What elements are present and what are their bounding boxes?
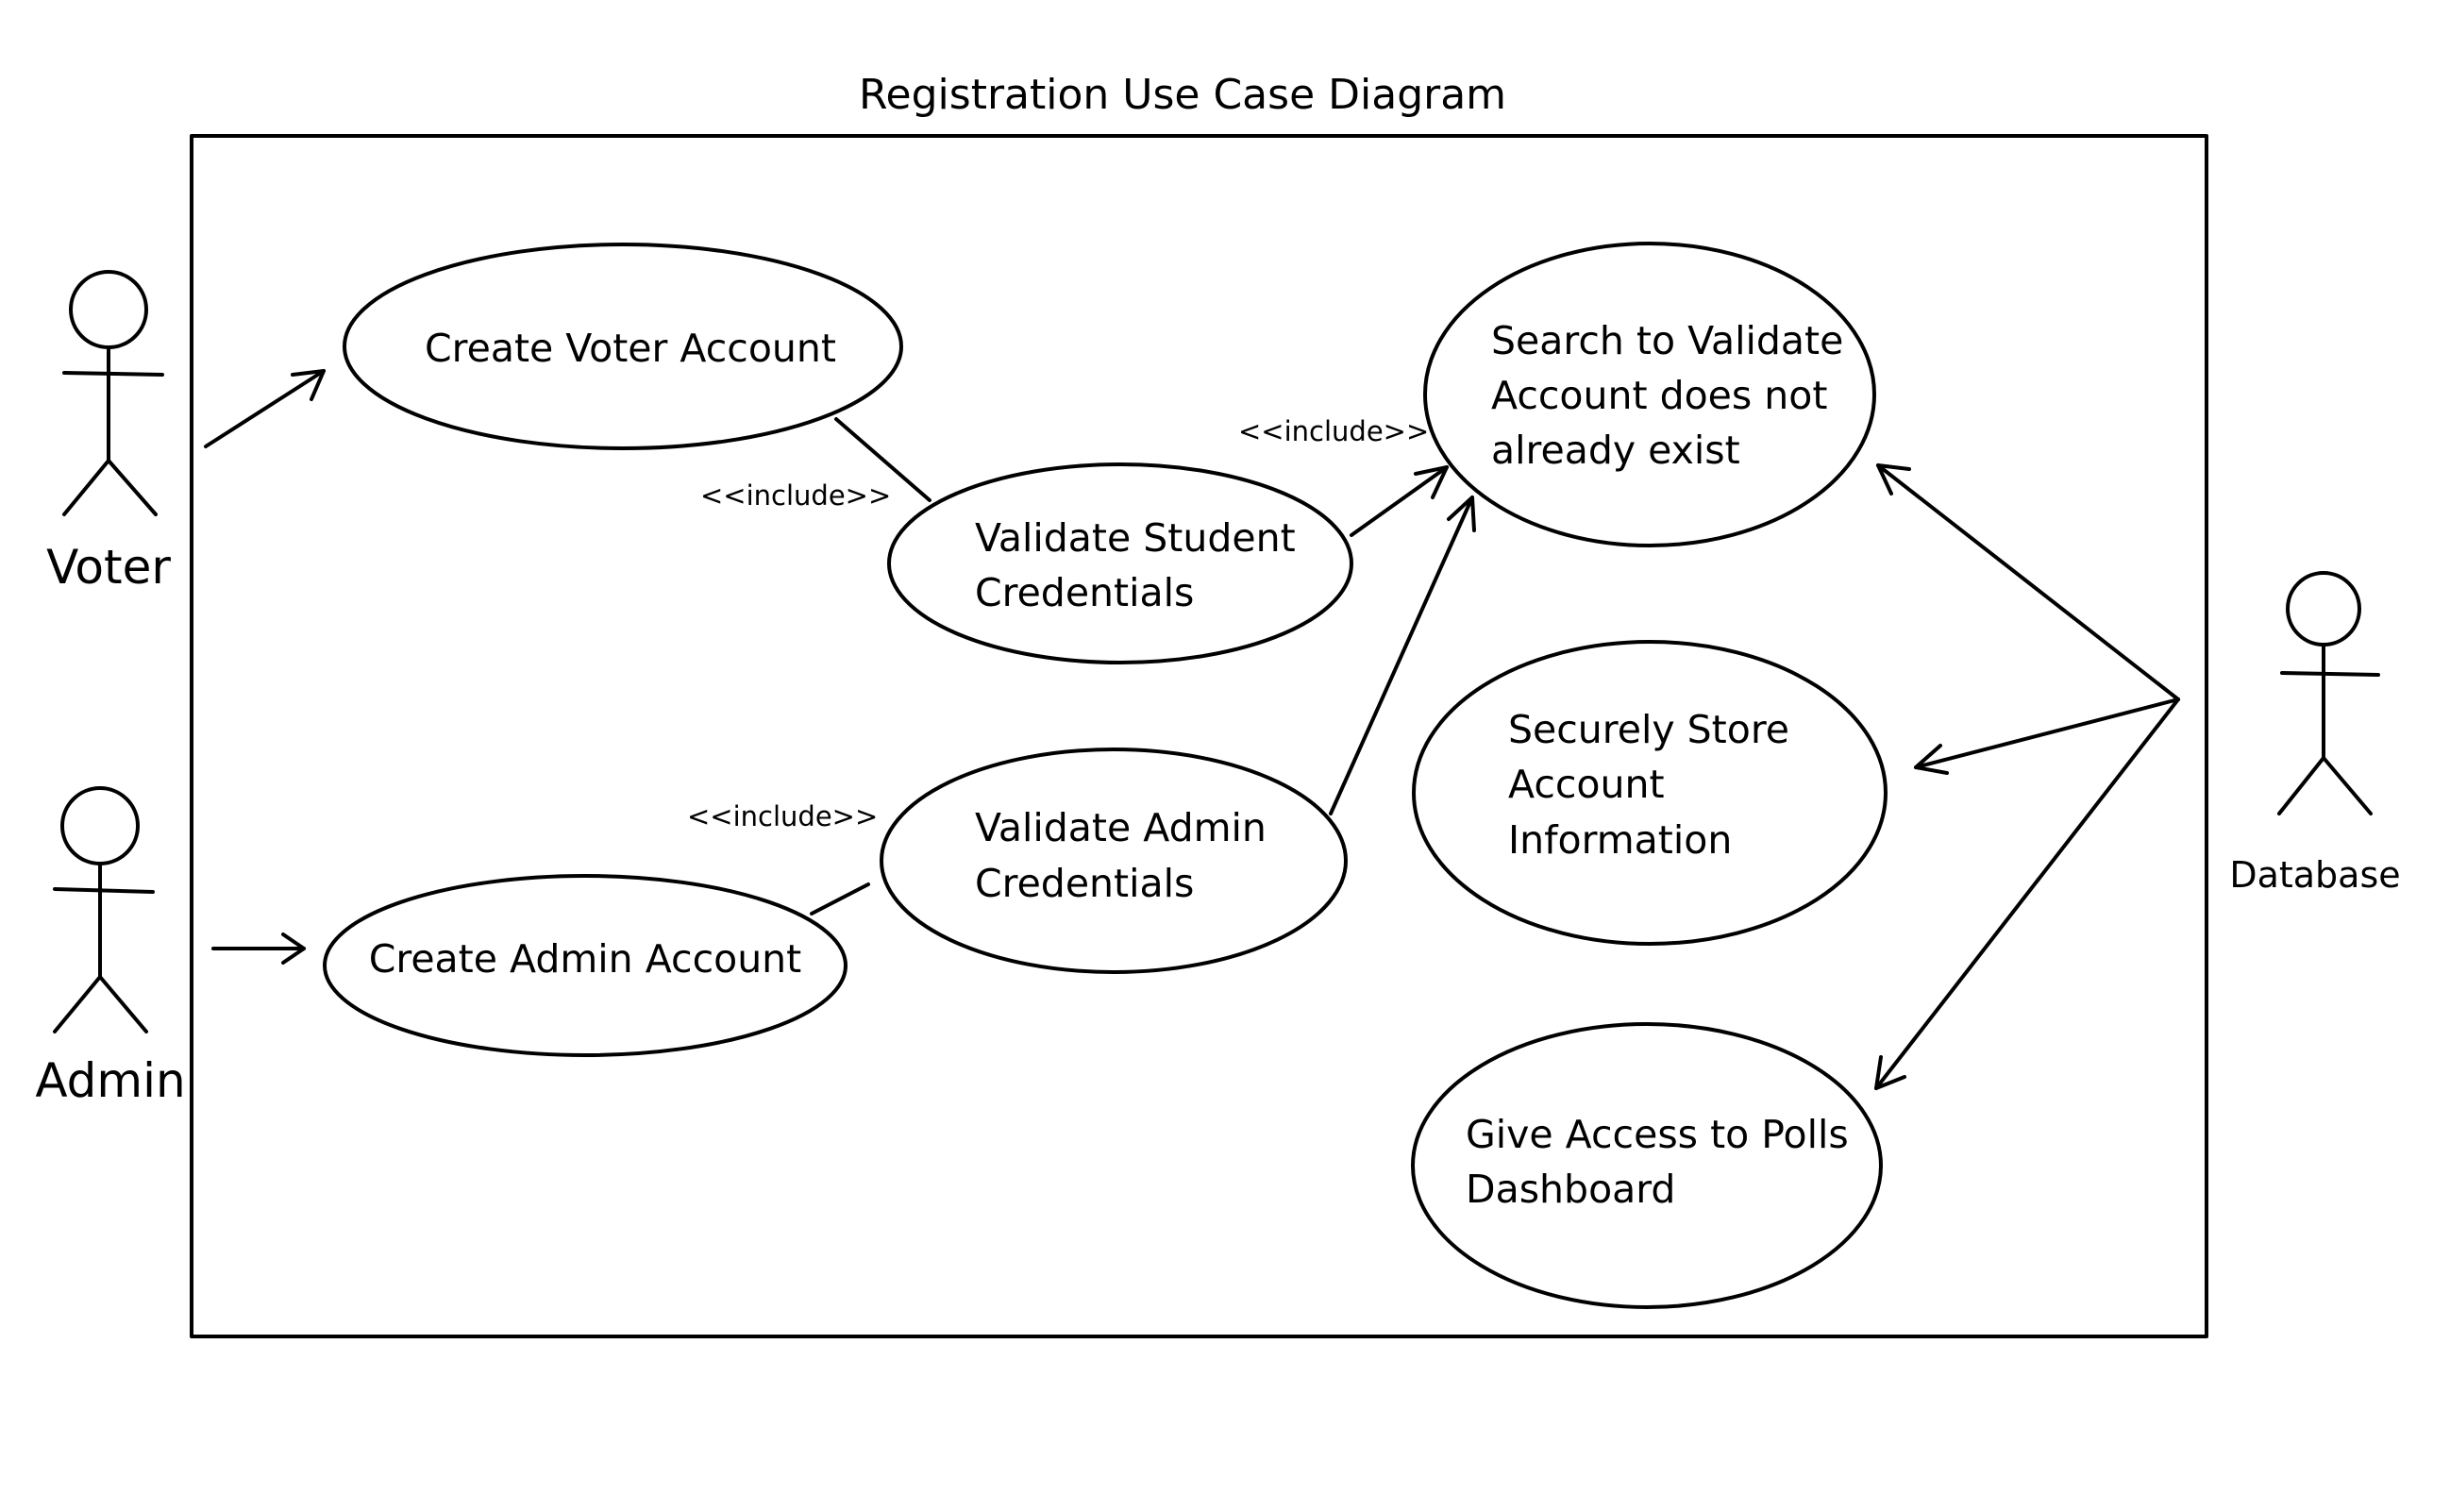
- include-line-voter: [834, 417, 931, 502]
- create-admin-account-label: Create Admin Account: [369, 936, 802, 982]
- give-access-label-line2: Dashboard: [1466, 1167, 1675, 1212]
- actor-admin: Admin: [35, 786, 186, 1108]
- create-voter-account-label: Create Voter Account: [425, 326, 836, 371]
- securely-store-label-line2: Account: [1508, 762, 1665, 807]
- database-label: Database: [2229, 854, 2400, 896]
- validate-admin-label-line1: Validate Admin: [975, 805, 1267, 850]
- include-label-search: <<include>>: [1238, 415, 1429, 447]
- admin-stick-figure: [53, 786, 155, 1033]
- validate-student-label-line2: Credentials: [975, 570, 1194, 615]
- use-case-validate-admin-credentials: Validate Admin Credentials: [880, 748, 1348, 974]
- use-case-validate-student-credentials: Validate Student Credentials: [887, 462, 1353, 664]
- use-case-create-voter-account: Create Voter Account: [343, 243, 903, 450]
- securely-store-label-line1: Securely Store: [1508, 707, 1789, 752]
- give-access-label-line1: Give Access to Polls: [1466, 1112, 1849, 1157]
- include-label-admin: <<include>>: [687, 800, 878, 832]
- admin-to-search-arrow: [1329, 496, 1476, 815]
- database-stick-figure: [2277, 571, 2380, 815]
- use-case-create-admin-account: Create Admin Account: [323, 874, 847, 1057]
- include-label-voter: <<include>>: [700, 479, 891, 512]
- search-validate-label-line1: Search to Validate: [1491, 318, 1843, 363]
- actor-database: Database: [2229, 571, 2401, 896]
- voter-association-arrow: [204, 369, 326, 448]
- search-validate-label-line2: Account does not: [1491, 373, 1827, 418]
- diagram-title: Registration Use Case Diagram: [859, 71, 1506, 119]
- include-line-admin: [810, 882, 870, 916]
- database-to-store-arrow: [1914, 697, 2180, 775]
- system-boundary: [190, 134, 2208, 1338]
- actor-voter: Voter: [46, 270, 171, 595]
- use-case-securely-store-account: Securely Store Account Information: [1412, 640, 1888, 946]
- use-case-give-access-polls: Give Access to Polls Dashboard: [1411, 1022, 1883, 1309]
- database-to-polls-arrow: [1874, 697, 2180, 1090]
- database-to-search-arrow: [1876, 463, 2180, 701]
- validate-admin-label-line2: Credentials: [975, 861, 1194, 906]
- include-arrow-student-search: [1350, 465, 1449, 537]
- securely-store-label-line3: Information: [1508, 817, 1732, 863]
- voter-label: Voter: [46, 540, 171, 595]
- admin-association-arrow: [211, 932, 306, 965]
- use-case-search-validate-account: Search to Validate Account does not alre…: [1423, 242, 1876, 547]
- search-validate-label-line3: already exist: [1491, 428, 1740, 473]
- voter-stick-figure: [62, 270, 164, 516]
- validate-student-label-line1: Validate Student: [975, 515, 1296, 561]
- admin-label: Admin: [35, 1053, 185, 1108]
